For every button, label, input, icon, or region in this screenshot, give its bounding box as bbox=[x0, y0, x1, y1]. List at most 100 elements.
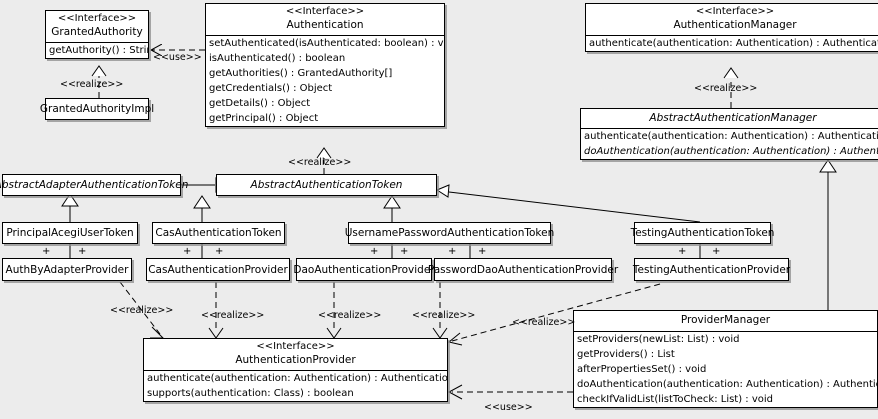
class-name: AuthenticationProvider bbox=[235, 353, 356, 366]
label-use-authentication-grantedauthority: <<use>> bbox=[153, 52, 202, 63]
class-auth-by-adapter-provider[interactable]: AuthByAdapterProvider bbox=[2, 258, 132, 281]
arrowhead-generalization-abstracttoken-upa bbox=[383, 195, 401, 209]
class-name: CasAuthenticationProvider bbox=[148, 263, 288, 276]
class-cas-authentication-token[interactable]: CasAuthenticationToken bbox=[152, 222, 285, 244]
class-granted-authority[interactable]: <<Interface>> GrantedAuthority getAuthor… bbox=[45, 10, 149, 60]
operations-compartment: authenticate(authentication: Authenticat… bbox=[144, 370, 447, 401]
label-realize-casauthenticationprovider: <<realize>> bbox=[201, 310, 265, 321]
class-name: CasAuthenticationToken bbox=[155, 227, 282, 239]
label-realize-authbyadapterprovider: <<realize>> bbox=[110, 305, 174, 316]
stereotype-label: <<Interface>> bbox=[695, 6, 775, 17]
arrowhead-generalization-abstracttoken-cas bbox=[193, 195, 211, 209]
label-realize-passworddaoauthenticationprovider: <<realize>> bbox=[412, 310, 476, 321]
arrowhead-realize-provider-2 bbox=[208, 327, 224, 339]
operations-compartment: setProviders(newList: List) : void getPr… bbox=[574, 331, 877, 407]
assoc-marker-plus: + bbox=[370, 246, 379, 257]
class-testing-authentication-provider[interactable]: TestingAuthenticationProvider bbox=[632, 258, 791, 281]
class-principal-acegi-user-token[interactable]: PrincipalAcegiUserToken bbox=[2, 222, 138, 244]
label-realize-daoauthenticationprovider: <<realize>> bbox=[318, 310, 382, 321]
class-authentication-provider[interactable]: <<Interface>> AuthenticationProvider aut… bbox=[143, 338, 448, 403]
class-name: PrincipalAcegiUserToken bbox=[6, 227, 134, 239]
arrowhead-realize-grantedauthority bbox=[91, 65, 107, 77]
class-header: <<Interface>> AuthenticationManager bbox=[586, 4, 878, 35]
label-realize-abstractauthenticationmanager: <<realize>> bbox=[694, 83, 758, 94]
stereotype-label: <<Interface>> bbox=[57, 13, 137, 24]
operation-row: authenticate(authentication: Authenticat… bbox=[147, 373, 447, 385]
operation-row: isAuthenticated() : boolean bbox=[209, 53, 346, 65]
class-cas-authentication-provider[interactable]: CasAuthenticationProvider bbox=[146, 258, 290, 281]
stereotype-label: <<Interface>> bbox=[285, 6, 365, 17]
operation-row: checkIfValidList(listToCheck: List) : vo… bbox=[577, 394, 774, 406]
arrowhead-use-provider bbox=[447, 384, 463, 400]
assoc-marker-plus: + bbox=[448, 246, 457, 257]
arrowhead-realize-provider-1 bbox=[150, 326, 165, 339]
class-username-password-authentication-token[interactable]: UsernamePasswordAuthenticationToken bbox=[345, 222, 554, 244]
edge-testingprovider-realizes-provider bbox=[451, 283, 661, 342]
assoc-marker-plus: + bbox=[400, 246, 409, 257]
operation-row: getCredentials() : Object bbox=[209, 83, 333, 95]
class-name: AbstractAuthenticationToken bbox=[250, 179, 403, 191]
class-name: AbstractAuthenticationManager bbox=[649, 112, 817, 124]
assoc-marker-plus: + bbox=[183, 246, 192, 257]
assoc-marker-plus: + bbox=[78, 246, 87, 257]
edge-testingtoken-extends-abstracttoken bbox=[448, 191, 701, 223]
operations-compartment: setAuthenticated(isAuthenticated: boolea… bbox=[206, 35, 444, 126]
assoc-marker-plus: + bbox=[678, 246, 687, 257]
operation-row: getAuthorities() : GrantedAuthority[] bbox=[209, 68, 393, 80]
operation-row: doAuthentication(authentication: Authent… bbox=[584, 146, 878, 158]
class-password-dao-authentication-provider[interactable]: PasswordDaoAuthenticationProvider bbox=[428, 258, 618, 281]
class-header: <<Interface>> GrantedAuthority bbox=[46, 11, 148, 42]
arrowhead-generalization-abstractmanager bbox=[819, 159, 837, 173]
assoc-marker-plus: + bbox=[712, 246, 721, 257]
operation-row: doAuthentication(authentication: Authent… bbox=[577, 379, 877, 391]
operation-row: getProviders() : List bbox=[577, 349, 675, 361]
operation-row: getAuthority() : String bbox=[49, 45, 148, 57]
label-realize-grantedauthorityimpl: <<realize>> bbox=[60, 79, 124, 90]
class-granted-authority-impl[interactable]: GrantedAuthorityImpl bbox=[40, 98, 154, 120]
class-name: AuthByAdapterProvider bbox=[5, 263, 129, 276]
operation-row: getDetails() : Object bbox=[209, 98, 311, 110]
operation-row: setAuthenticated(isAuthenticated: boolea… bbox=[209, 38, 444, 50]
operation-row: afterPropertiesSet() : void bbox=[577, 364, 707, 376]
class-header: ProviderManager bbox=[574, 311, 877, 331]
class-name: AuthenticationManager bbox=[673, 18, 797, 31]
arrowhead-realize-provider-5 bbox=[447, 332, 463, 346]
class-header: AbstractAuthenticationManager bbox=[581, 109, 878, 128]
assoc-marker-plus: + bbox=[42, 246, 51, 257]
class-abstract-adapter-authentication-token[interactable]: AbstractAdapterAuthenticationToken bbox=[0, 174, 188, 196]
operation-row: setProviders(newList: List) : void bbox=[577, 334, 740, 346]
arrowhead-realize-authenticationmanager bbox=[723, 67, 739, 79]
edge-authbyadapter-realizes-provider bbox=[119, 281, 161, 335]
assoc-marker-plus: + bbox=[215, 246, 224, 257]
class-name: GrantedAuthority bbox=[51, 25, 143, 38]
class-testing-authentication-token[interactable]: TestingAuthenticationToken bbox=[631, 222, 774, 244]
operations-compartment: getAuthority() : String bbox=[46, 42, 148, 58]
class-name: TestingAuthenticationToken bbox=[630, 227, 775, 239]
operation-row: getPrincipal() : Object bbox=[209, 113, 319, 125]
class-name: TestingAuthenticationProvider bbox=[632, 263, 791, 276]
arrowhead-generalization-abstracttoken-testing bbox=[435, 184, 450, 198]
class-name: PasswordDaoAuthenticationProvider bbox=[427, 263, 619, 276]
class-name: ProviderManager bbox=[680, 314, 771, 326]
operations-compartment: authenticate(authentication: Authenticat… bbox=[586, 35, 878, 51]
arrowhead-realize-provider-4 bbox=[432, 327, 448, 339]
operation-row: authenticate(authentication: Authenticat… bbox=[589, 38, 878, 50]
class-header: <<Interface>> Authentication bbox=[206, 4, 444, 35]
stereotype-label: <<Interface>> bbox=[256, 341, 335, 352]
arrowhead-realize-authentication bbox=[316, 147, 332, 159]
class-authentication[interactable]: <<Interface>> Authentication setAuthenti… bbox=[205, 3, 445, 128]
class-name: GrantedAuthorityImpl bbox=[39, 103, 155, 115]
class-dao-authentication-provider[interactable]: DaoAuthenticationProvider bbox=[293, 258, 435, 281]
label-realize-testingauthenticationprovider: <<realize>> bbox=[512, 317, 576, 328]
label-use-providermanager: <<use>> bbox=[484, 402, 533, 413]
class-header: <<Interface>> AuthenticationProvider bbox=[144, 339, 447, 370]
class-provider-manager[interactable]: ProviderManager setProviders(newList: Li… bbox=[573, 310, 878, 409]
label-realize-abstractauthenticationtoken: <<realize>> bbox=[288, 157, 352, 168]
class-authentication-manager[interactable]: <<Interface>> AuthenticationManager auth… bbox=[585, 3, 878, 53]
operation-row: supports(authentication: Class) : boolea… bbox=[147, 388, 354, 400]
operations-compartment: authenticate(authentication: Authenticat… bbox=[581, 128, 878, 159]
class-abstract-authentication-manager[interactable]: AbstractAuthenticationManager authentica… bbox=[580, 108, 878, 161]
arrowhead-realize-provider-3 bbox=[326, 327, 342, 339]
class-abstract-authentication-token[interactable]: AbstractAuthenticationToken bbox=[216, 174, 437, 196]
